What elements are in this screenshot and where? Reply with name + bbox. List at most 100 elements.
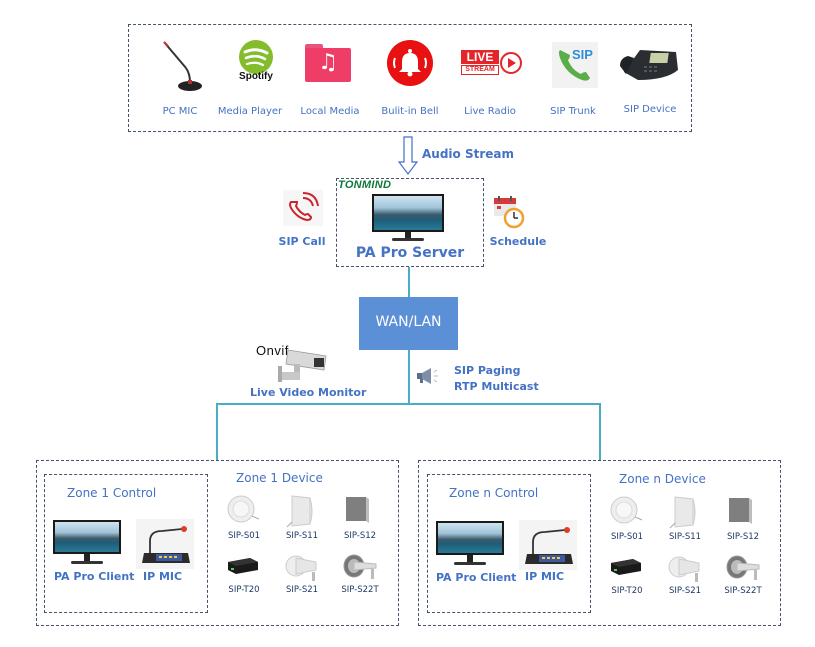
box-speaker-icon	[725, 495, 755, 530]
device-item: SIP-S22T	[330, 550, 390, 602]
device-label: SIP-S21	[285, 585, 319, 595]
network-trunk-connector	[408, 350, 410, 404]
zone-n-box	[418, 460, 781, 626]
device-item: SIP-T20	[214, 550, 274, 602]
device-label: SIP-S21	[668, 586, 702, 596]
source-label: Live Radio	[464, 106, 516, 117]
zone-n-control-title: Zone n Control	[449, 486, 539, 500]
zone-bus-connector	[216, 403, 601, 405]
wall-speaker-icon	[284, 494, 318, 533]
horn-speaker-icon	[667, 555, 707, 588]
device-label: SIP-S11	[668, 532, 702, 542]
source-label: PC MIC	[162, 106, 198, 117]
sip-phone-icon: SIP	[552, 42, 598, 88]
source-pc-mic: PC MIC	[145, 34, 215, 124]
bell-icon	[387, 40, 433, 86]
schedule-feature: Schedule	[488, 188, 548, 253]
zone-n-ip-mic-label: IP MIC	[525, 570, 565, 583]
source-label: Bulit-in Bell	[381, 106, 439, 117]
zone-1-ip-mic-icon	[136, 519, 194, 569]
source-live-radio: LIVE STREAM Live Radio	[455, 34, 525, 124]
device-item: SIP-S21	[655, 551, 715, 603]
spotify-icon: Spotify	[233, 38, 279, 84]
zone-n-client-label: PA Pro Client	[436, 571, 517, 584]
wall-speaker-icon	[667, 495, 701, 534]
horn-speaker-icon	[725, 555, 765, 588]
device-item: SIP-T20	[597, 551, 657, 603]
pa-pro-server-box	[336, 178, 484, 267]
source-media-player: Spotify Media Player	[215, 34, 285, 124]
zone-n-ip-mic-icon	[519, 520, 577, 570]
device-item: SIP-S12	[713, 495, 773, 547]
sip-call-icon	[283, 190, 323, 226]
sip-call-feature: SIP Call	[275, 188, 329, 253]
device-item: SIP-S22T	[713, 551, 773, 603]
device-label: SIP-S22T	[724, 586, 762, 596]
schedule-calendar-icon	[494, 196, 525, 229]
source-sip-trunk: SIP SIP Trunk	[538, 34, 608, 124]
zone-n-control-box	[427, 474, 591, 613]
live-stream-icon: LIVE STREAM	[461, 50, 523, 78]
music-folder-icon: ♫	[305, 44, 351, 82]
source-label: SIP Device	[623, 104, 677, 115]
sip-paging-label: SIP Paging	[454, 364, 521, 377]
device-label: SIP-S22T	[341, 585, 379, 595]
ip-camera-icon	[278, 349, 327, 382]
tonmind-logo: TONMIND	[338, 179, 392, 191]
device-label: SIP-S01	[610, 532, 644, 542]
source-label: SIP Trunk	[550, 106, 596, 117]
source-local-media: ♫ Local Media	[295, 34, 365, 124]
zone-n-drop-connector	[599, 403, 601, 460]
device-item: SIP-S11	[655, 495, 715, 547]
device-label: SIP-T20	[228, 585, 260, 595]
down-arrow-icon	[398, 136, 418, 175]
device-item: SIP-S01	[597, 495, 657, 547]
source-sip-device: SIP Device	[614, 34, 686, 124]
device-label: SIP-S11	[285, 531, 319, 541]
device-item: SIP-S11	[272, 494, 332, 546]
source-bell: Bulit-in Bell	[372, 34, 448, 124]
rtp-multicast-label: RTP Multicast	[454, 380, 539, 393]
zone-1-box	[36, 460, 399, 626]
device-item: SIP-S21	[272, 550, 332, 602]
server-monitor-icon	[372, 194, 444, 244]
device-label: SIP-S01	[227, 531, 261, 541]
wan-lan-node: WAN/LAN	[359, 297, 458, 350]
gooseneck-mic-icon	[163, 41, 202, 91]
ceiling-speaker-icon	[609, 495, 643, 530]
live-video-monitor-label: Live Video Monitor	[250, 386, 367, 399]
server-to-network-connector	[408, 267, 410, 297]
ceiling-speaker-icon	[226, 494, 260, 529]
zone-1-ip-mic-label: IP MIC	[143, 570, 183, 583]
zone-n-device-title: Zone n Device	[619, 472, 706, 486]
amplifier-icon	[609, 555, 643, 582]
sip-call-label: SIP Call	[278, 235, 326, 248]
megaphone-icon	[417, 368, 438, 384]
device-label: SIP-S12	[343, 531, 377, 541]
zone-1-client-monitor-icon	[53, 520, 121, 568]
device-label: SIP-T20	[611, 586, 643, 596]
horn-speaker-icon	[342, 554, 382, 587]
horn-speaker-icon	[284, 554, 324, 587]
server-title: PA Pro Server	[355, 245, 465, 261]
zone-1-control-title: Zone 1 Control	[67, 486, 157, 500]
zone-1-control-box	[44, 474, 208, 613]
audio-stream-label: Audio Stream	[422, 147, 514, 161]
schedule-label: Schedule	[489, 235, 547, 248]
zone-1-device-title: Zone 1 Device	[236, 471, 323, 485]
spotify-wordmark: Spotify	[239, 71, 273, 82]
box-speaker-icon	[342, 494, 372, 529]
onvif-logo: Onvif	[256, 343, 289, 358]
zone-1-drop-connector	[216, 403, 218, 460]
ip-phone-icon	[620, 50, 678, 80]
wan-lan-label: WAN/LAN	[375, 314, 442, 330]
device-label: SIP-S12	[726, 532, 760, 542]
source-label: Local Media	[300, 106, 360, 117]
audio-sources-box	[128, 24, 692, 132]
live-video-monitor-feature: Onvif Live Video Monitor	[248, 342, 366, 400]
source-label: Media Player	[217, 106, 283, 117]
zone-n-client-monitor-icon	[436, 521, 504, 569]
device-item: SIP-S01	[214, 494, 274, 546]
zone-1-client-label: PA Pro Client	[54, 570, 135, 583]
amplifier-icon	[226, 554, 260, 581]
